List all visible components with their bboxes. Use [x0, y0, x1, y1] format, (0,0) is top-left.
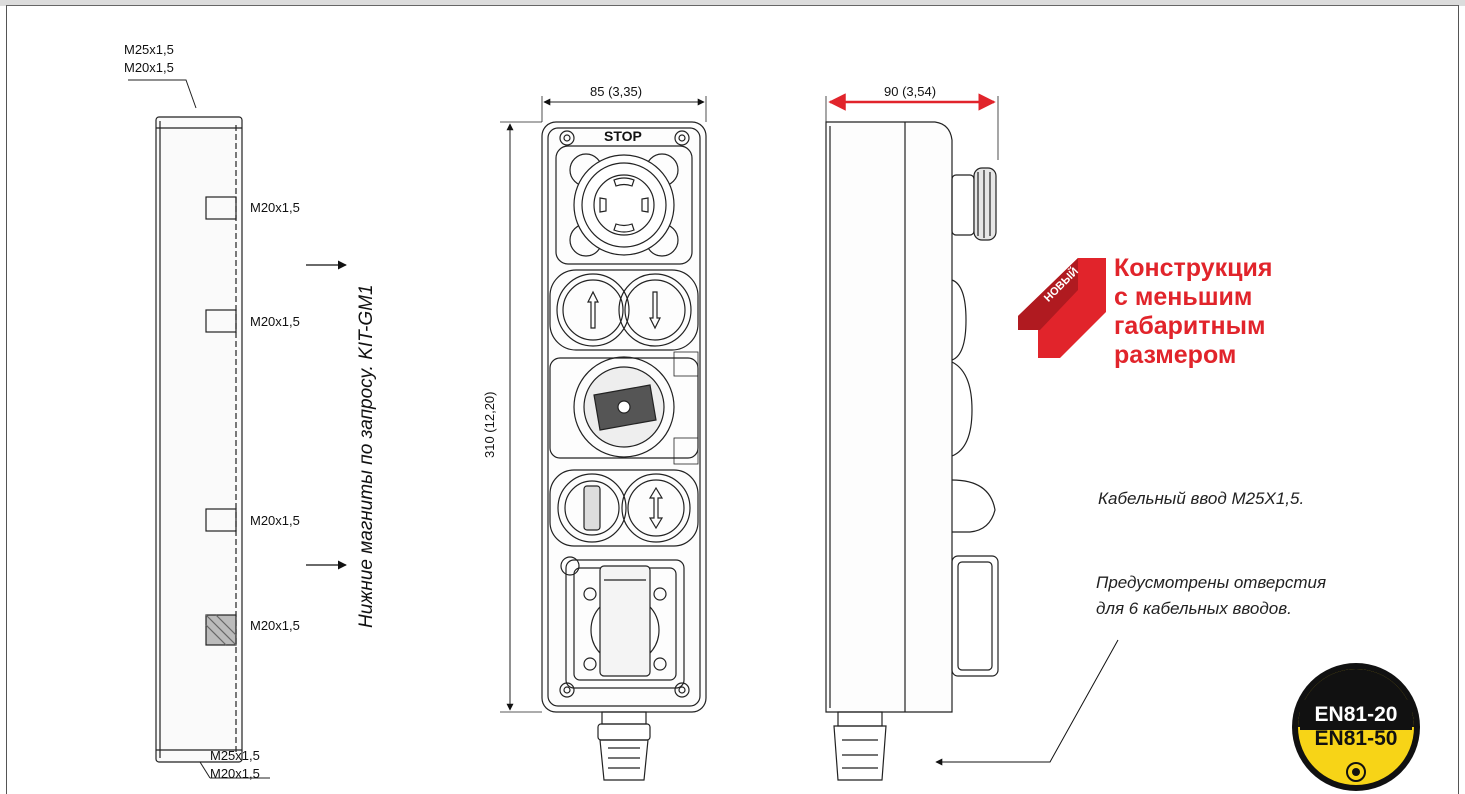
promo-graphic [1018, 258, 1106, 358]
top-label-m25: M25x1,5 [124, 42, 174, 57]
badge-en81-50: EN81-50 [1314, 727, 1398, 750]
magnet-note: Нижние магниты по запросу. KIT-GM1 [356, 284, 377, 628]
front-view [500, 96, 707, 781]
promo-line-2: с меньшим [1114, 283, 1253, 311]
promo-line-4: размером [1114, 341, 1237, 369]
top-label-m20: M20x1,5 [124, 60, 174, 75]
entry-label-2: M20x1,5 [250, 314, 300, 329]
promo-line-1: Конструкция [1114, 254, 1273, 282]
cable-entry-note: Кабельный ввод M25X1,5. [1098, 489, 1305, 508]
holes-leader-arrow [935, 639, 1119, 766]
holes-note-line1: Предусмотрены отверстия [1096, 573, 1327, 592]
entry-label-1: M20x1,5 [250, 200, 300, 215]
badge-en81-20: EN81-20 [1314, 703, 1398, 726]
drawing-frame [6, 5, 1459, 794]
front-width-dimension: 85 (3,35) [590, 84, 643, 99]
entry-label-4: M20x1,5 [250, 618, 300, 633]
stop-label: STOP [604, 128, 642, 144]
top-bar [0, 0, 1465, 6]
entry-label-3: M20x1,5 [250, 513, 300, 528]
promo-text: Конструкция с меньшим габаритным размеро… [1114, 254, 1272, 370]
holes-note-line2: для 6 кабельных вводов. [1096, 599, 1292, 618]
bottom-label-m20: M20x1,5 [210, 766, 260, 781]
profile-width-dimension: 90 (3,54) [884, 84, 937, 99]
promo-line-3: габаритным [1114, 312, 1266, 340]
certification-badge [1292, 663, 1420, 791]
front-height-dimension: 310 (12,20) [482, 391, 497, 459]
side-section-view [128, 79, 270, 779]
bottom-label-m25: M25x1,5 [210, 748, 260, 763]
profile-view [825, 93, 999, 781]
